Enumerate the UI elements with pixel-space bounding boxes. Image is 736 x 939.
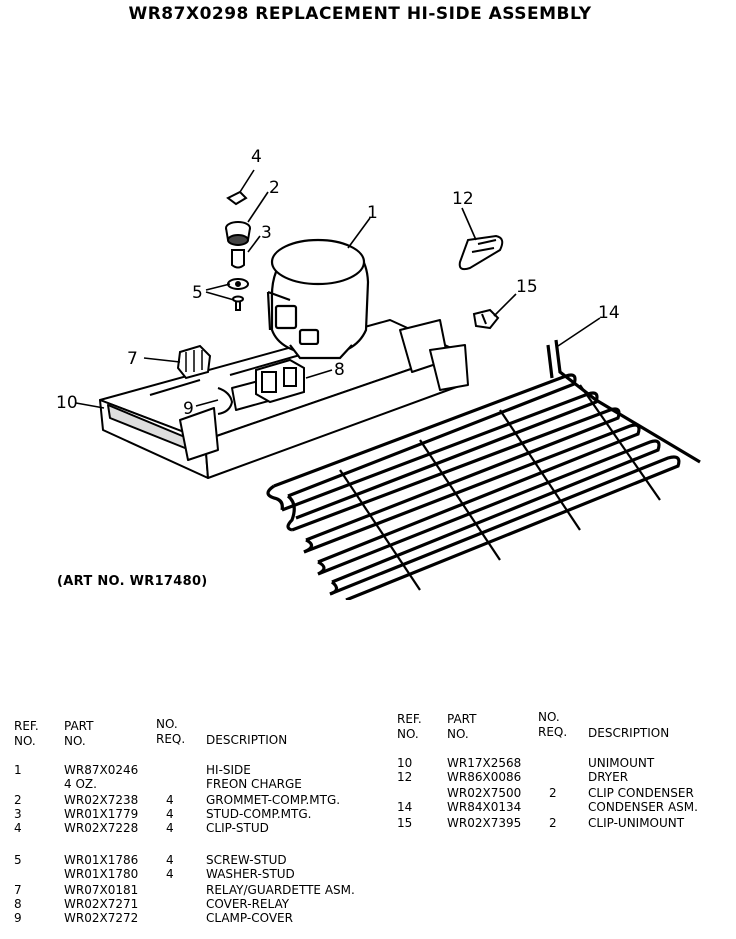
part-no-cell: WR02X7395 — [447, 816, 522, 830]
part-no-cell: WR07X0181 — [64, 883, 139, 897]
callout-2: 2 — [269, 178, 280, 198]
callout-10: 10 — [56, 393, 78, 413]
description-cell: FREON CHARGE — [206, 777, 302, 791]
parts-table-left: REF. NO. PART NO. NO. REQ. DESCRIPTION 1… — [14, 717, 394, 935]
ref-cell: 2 — [14, 793, 22, 807]
description-cell: STUD-COMP.MTG. — [206, 807, 312, 821]
description-cell: HI-SIDE — [206, 763, 251, 777]
part-no-cell: WR17X2568 — [447, 756, 522, 770]
ref-cell: 10 — [397, 756, 413, 770]
header-req: NO. REQ. — [156, 717, 186, 746]
callout-3: 3 — [261, 223, 272, 243]
callout-9: 9 — [183, 399, 194, 419]
description-cell: COVER-RELAY — [206, 897, 290, 911]
req-cell: 2 — [549, 786, 557, 800]
header-desc: DESCRIPTION — [206, 733, 288, 747]
callout-leaders — [75, 169, 601, 409]
req-cell: 4 — [166, 853, 174, 867]
part-no-cell: WR02X7500 — [447, 786, 522, 800]
mounting-hardware — [225, 190, 251, 311]
part-no-cell: WR02X7228 — [64, 821, 139, 835]
part-no-cell: WR02X7271 — [64, 897, 139, 911]
ref-cell: 14 — [397, 800, 413, 814]
description-cell: CLIP CONDENSER — [588, 786, 694, 800]
req-cell: 2 — [549, 816, 557, 830]
header-part: PART NO. — [447, 712, 477, 741]
stud-part — [231, 249, 245, 269]
description-cell: GROMMET-COMP.MTG. — [206, 793, 341, 807]
description-cell: UNIMOUNT — [588, 756, 655, 770]
ref-cell: 1 — [14, 763, 22, 777]
header-req: NO. REQ. — [538, 710, 568, 739]
description-cell: RELAY/GUARDETTE ASM. — [206, 883, 355, 897]
header-ref: REF. NO. — [14, 719, 39, 748]
ref-cell: 7 — [14, 883, 22, 897]
callout-5: 5 — [192, 283, 203, 303]
description-cell: DRYER — [588, 770, 629, 784]
ref-cell: 8 — [14, 897, 22, 911]
ref-cell: 9 — [14, 911, 22, 925]
ref-cell: 5 — [14, 853, 22, 867]
callout-1: 1 — [367, 203, 378, 223]
ref-cell: 12 — [397, 770, 413, 784]
condenser-coil — [266, 339, 701, 600]
ref-cell: 4 — [14, 821, 22, 835]
callout-4: 4 — [251, 147, 262, 167]
header-part: PART NO. — [64, 719, 94, 748]
part-no-cell: WR01X1779 — [64, 807, 139, 821]
clamp-cover — [217, 387, 234, 415]
unimount-base — [99, 319, 469, 479]
callout-15: 15 — [516, 277, 538, 297]
part-no-cell: 4 OZ. — [64, 777, 97, 791]
art-number: (ART NO. WR17480) — [57, 574, 208, 589]
parts-table-right: REF. NO. PART NO. NO. REQ. DESCRIPTION 1… — [397, 710, 727, 843]
part-no-cell: WR84X0134 — [447, 800, 522, 814]
req-cell: 4 — [166, 793, 174, 807]
header-desc: DESCRIPTION — [588, 726, 670, 740]
req-cell: 4 — [166, 821, 174, 835]
relay-guardette — [176, 344, 212, 380]
req-cell: 4 — [166, 867, 174, 881]
description-cell: WASHER-STUD — [206, 867, 295, 881]
callout-labels: 1 2 3 4 5 7 8 9 10 12 14 15 — [56, 147, 620, 419]
description-cell: SCREW-STUD — [206, 853, 287, 867]
clip-unimount — [472, 308, 500, 330]
callout-12: 12 — [452, 189, 474, 209]
part-no-cell: WR87X0246 — [64, 763, 139, 777]
part-no-cell: WR02X7272 — [64, 911, 139, 925]
ref-cell: 15 — [397, 816, 413, 830]
clip-stud-part — [226, 190, 248, 206]
description-cell: CLIP-UNIMOUNT — [588, 816, 685, 830]
compressor — [266, 238, 370, 360]
dryer — [458, 234, 504, 271]
callout-7: 7 — [127, 349, 138, 369]
req-cell: 4 — [166, 807, 174, 821]
callout-8: 8 — [334, 360, 345, 380]
description-cell: CLAMP-COVER — [206, 911, 293, 925]
header-ref: REF. NO. — [397, 712, 422, 741]
description-cell: CLIP-STUD — [206, 821, 269, 835]
part-no-cell: WR86X0086 — [447, 770, 522, 784]
part-no-cell: WR01X1786 — [64, 853, 139, 867]
ref-cell: 3 — [14, 807, 22, 821]
description-cell: CONDENSER ASM. — [588, 800, 698, 814]
page-title: WR87X0298 REPLACEMENT HI-SIDE ASSEMBLY — [128, 4, 592, 24]
callout-14: 14 — [598, 303, 620, 323]
part-no-cell: WR01X1780 — [64, 867, 139, 881]
exploded-parts-diagram: 1 2 3 4 5 7 8 9 10 12 14 15 — [56, 147, 701, 600]
cover-relay — [255, 358, 305, 404]
part-no-cell: WR02X7238 — [64, 793, 139, 807]
